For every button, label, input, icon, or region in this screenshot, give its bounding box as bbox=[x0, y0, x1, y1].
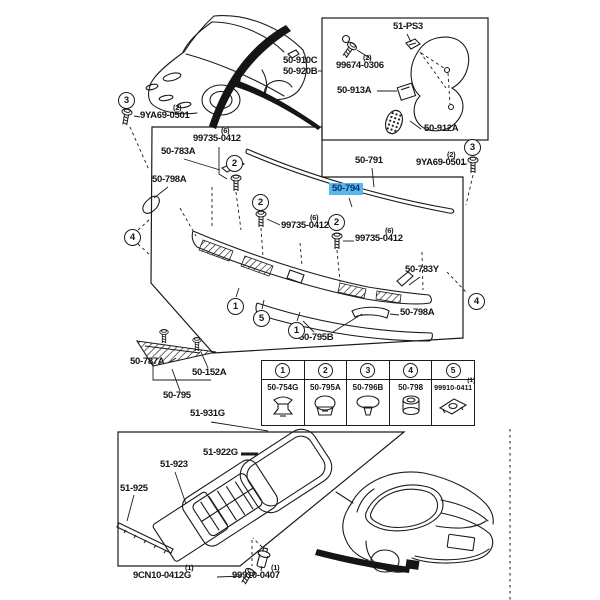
qty-label-9CN10-0412G: (1) bbox=[185, 563, 194, 572]
front-car-sketch bbox=[145, 15, 308, 116]
part-label-50-798A-2: 50-798A bbox=[400, 307, 435, 318]
legend-part-50-796B: 50-796B bbox=[352, 383, 384, 392]
speed-nut-icon bbox=[439, 398, 468, 415]
legend-part-99910-0411: 99910-0411(1) bbox=[434, 377, 476, 392]
dome-clip-icon bbox=[356, 395, 380, 416]
part-label-99910-0407: 99910-0407 bbox=[232, 570, 280, 581]
callout-4-right: 4 bbox=[468, 293, 485, 310]
grommet-icon bbox=[402, 395, 420, 416]
front-location-marker bbox=[232, 76, 241, 88]
fastener-legend-table: 1 50-754G 2 50-795A 3 50-796B 4 bbox=[261, 360, 475, 426]
qty-label-99735-0412-c: (6) bbox=[385, 226, 394, 235]
qty-label-99674-0306: (2) bbox=[363, 53, 372, 62]
side-swoosh bbox=[236, 81, 321, 130]
part-label-51-931G: 51-931G bbox=[190, 408, 225, 419]
legend-part-50-798: 50-798 bbox=[398, 383, 424, 392]
hatch-vent-assembly bbox=[116, 428, 333, 569]
legend-col-4: 4 50-798 bbox=[389, 361, 433, 425]
legend-col-1: 1 50-754G bbox=[262, 361, 305, 425]
callout-5: 5 bbox=[253, 310, 270, 327]
band-clip-icon bbox=[314, 395, 336, 416]
part-label-99735-0412-c: 99735-0412 bbox=[355, 233, 403, 244]
legend-col-2: 2 50-795A bbox=[304, 361, 348, 425]
callout-1-a: 1 bbox=[227, 298, 244, 315]
part-label-50-791: 50-791 bbox=[355, 155, 383, 166]
part-label-99674-0306: 99674-0306 bbox=[336, 60, 384, 71]
part-label-9YA69-0501: 9YA69-0501 bbox=[140, 110, 190, 121]
part-label-50-910C: 50-910C bbox=[283, 55, 318, 66]
part-label-51-925: 51-925 bbox=[120, 483, 148, 494]
legend-num-3: 3 bbox=[360, 362, 376, 378]
callout-2-c: 2 bbox=[328, 214, 345, 231]
part-label-51-PS3: 51-PS3 bbox=[393, 21, 423, 32]
rear-swoosh bbox=[315, 549, 410, 573]
qty-label-99735-0412-b: (6) bbox=[310, 213, 319, 222]
push-clip-icon bbox=[272, 396, 293, 417]
dashed-construction-lines bbox=[129, 126, 474, 566]
detail-box-51ps3 bbox=[321, 17, 489, 141]
part-label-9CN10-0412G: 9CN10-0412G bbox=[133, 570, 191, 581]
callout-3-topleft: 3 bbox=[118, 92, 135, 109]
rear-location-marker bbox=[405, 559, 420, 570]
part-label-50-783Y: 50-783Y bbox=[405, 264, 439, 275]
part-label-50-795: 50-795 bbox=[163, 390, 191, 401]
part-label-50-795B: 50-795B bbox=[299, 332, 334, 343]
rear-car-sketch bbox=[335, 471, 494, 573]
leader-lines bbox=[126, 33, 467, 578]
callout-2-b: 2 bbox=[252, 194, 269, 211]
part-label-50-787A: 50-787A bbox=[130, 356, 165, 367]
part-label-99735-0412-b: 99735-0412 bbox=[281, 220, 329, 231]
legend-num-4: 4 bbox=[403, 362, 419, 378]
callout-1-b: 1 bbox=[288, 322, 305, 339]
part-label-51-923: 51-923 bbox=[160, 459, 188, 470]
legend-num-1: 1 bbox=[275, 362, 291, 378]
part-label-50-920B: 50-920B bbox=[283, 66, 318, 77]
part-label-50-783A: 50-783A bbox=[161, 146, 196, 157]
mirror-detail-parts bbox=[339, 34, 470, 135]
legend-part-50-795A: 50-795A bbox=[310, 383, 341, 392]
main-cowl-box bbox=[150, 126, 464, 354]
qty-label-9YA69-0501-2: (2) bbox=[447, 150, 456, 159]
part-label-9YA69-0501-2: 9YA69-0501 bbox=[416, 157, 466, 168]
qty-label-9YA69-0501: (2) bbox=[173, 103, 182, 112]
cowl-grille-assembly bbox=[191, 230, 433, 342]
legend-num-5: 5 bbox=[445, 362, 461, 378]
callout-2-a: 2 bbox=[226, 155, 243, 172]
legend-col-3: 3 50-796B bbox=[347, 361, 390, 425]
qty-label-99735-0412-a: (6) bbox=[221, 126, 230, 135]
part-label-50-798A: 50-798A bbox=[152, 174, 187, 185]
part-label-50-152A: 50-152A bbox=[192, 367, 227, 378]
detail-box-51-931g bbox=[117, 431, 406, 567]
part-label-99735-0412-a: 99735-0412 bbox=[193, 133, 241, 144]
legend-qty-99910-0411: (1) bbox=[467, 377, 476, 384]
hood-swoosh bbox=[209, 25, 291, 129]
callout-4-left: 4 bbox=[124, 229, 141, 246]
part-label-50-912A: 50-912A bbox=[424, 123, 459, 134]
part-label-50-913A: 50-913A bbox=[337, 85, 372, 96]
callout-3-right: 3 bbox=[464, 139, 481, 156]
part-label-50-794-highlighted[interactable]: 50-794 bbox=[329, 183, 363, 195]
legend-num-2: 2 bbox=[317, 362, 333, 378]
part-label-51-922G: 51-922G bbox=[203, 447, 238, 458]
legend-part-50-754G: 50-754G bbox=[267, 383, 299, 392]
qty-label-99910-0407: (1) bbox=[271, 563, 280, 572]
legend-col-5: 5 99910-0411(1) bbox=[432, 361, 476, 425]
